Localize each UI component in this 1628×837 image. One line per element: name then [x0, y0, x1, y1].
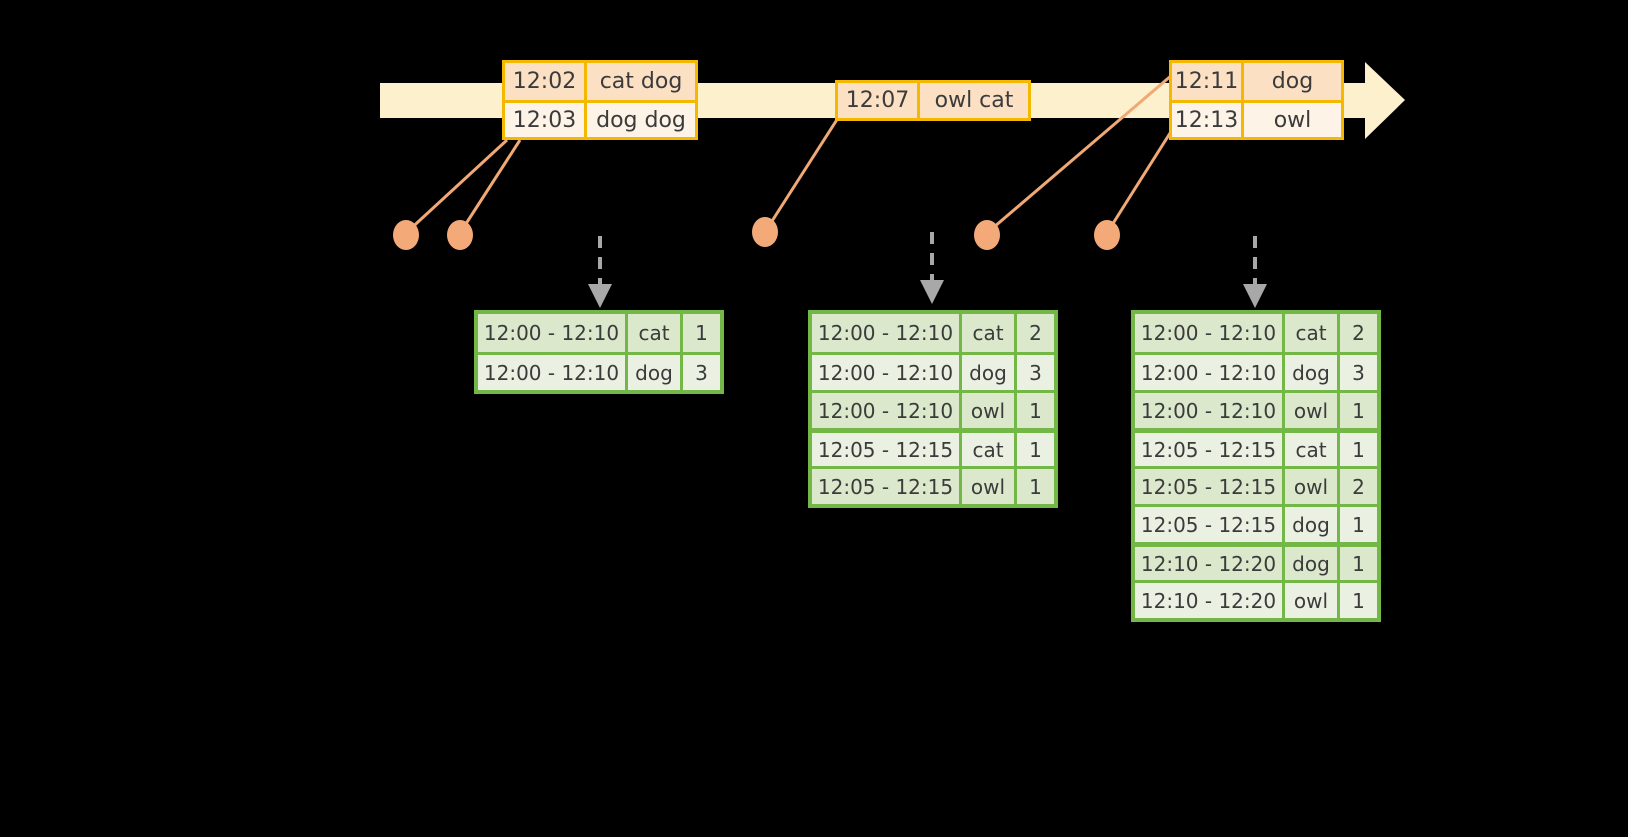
cell-word: cat: [1285, 433, 1340, 466]
cell-word: cat: [628, 314, 683, 352]
cell-window: 12:00 - 12:10: [812, 314, 962, 352]
cell-count: 1: [695, 321, 708, 345]
event-group-2[interactable]: 12:07 owl cat: [835, 80, 1031, 121]
event-words: dog dog: [596, 107, 686, 133]
event-time: 12:11: [1172, 63, 1244, 100]
cell-count: 1: [1352, 551, 1365, 576]
cell-count: 2: [1029, 321, 1042, 345]
cell-window: 12:05 - 12:15: [1135, 433, 1285, 466]
event-words: owl: [1273, 107, 1312, 133]
cell-word: dog: [1285, 507, 1340, 542]
event-row: 12:13 owl: [1172, 100, 1341, 137]
cell-word: dog: [628, 355, 683, 390]
cell-word: cat: [962, 314, 1017, 352]
event-row: 12:03 dog dog: [505, 100, 695, 137]
cell-count: 1: [1352, 512, 1365, 537]
cell-word: dog: [962, 355, 1017, 390]
cell-window: 12:05 - 12:15: [812, 433, 962, 466]
cell-window: 12:10 - 12:20: [1135, 583, 1285, 618]
event-row: 12:02 cat dog: [505, 63, 695, 100]
cell-word: dog: [1285, 547, 1340, 580]
event-words: owl cat: [934, 88, 1014, 113]
event-row: 12:07 owl cat: [838, 83, 1028, 118]
event-group-1[interactable]: 12:02 cat dog 12:03 dog dog: [502, 60, 698, 140]
cell-window: 12:05 - 12:15: [1135, 469, 1285, 504]
event-dot: [447, 220, 473, 250]
emit-arrowheads: [588, 280, 1267, 308]
cell-word: owl: [1285, 393, 1340, 428]
event-time: 12:13: [1172, 103, 1244, 137]
cell-count: 1: [1352, 588, 1365, 613]
cell-count: 1: [1352, 437, 1365, 462]
cell-window: 12:00 - 12:10: [1135, 355, 1285, 390]
cell-window: 12:00 - 12:10: [812, 393, 962, 428]
event-dot: [752, 217, 778, 247]
event-dots: [393, 217, 1120, 250]
cell-window: 12:05 - 12:15: [812, 469, 962, 504]
cell-window: 12:05 - 12:15: [1135, 507, 1285, 542]
cell-count: 3: [1352, 360, 1365, 385]
cell-word: cat: [1285, 314, 1340, 352]
cell-count: 2: [1352, 474, 1365, 499]
cell-window: 12:00 - 12:10: [812, 355, 962, 390]
emit-arrows: [598, 232, 1257, 288]
cell-window: 12:00 - 12:10: [1135, 314, 1285, 352]
cell-window: 12:00 - 12:10: [478, 355, 628, 390]
event-time: 12:07: [838, 83, 920, 118]
cell-word: owl: [1285, 469, 1340, 504]
event-group-3[interactable]: 12:11 dog 12:13 owl: [1169, 60, 1344, 140]
event-words: cat dog: [599, 69, 683, 94]
event-row: 12:11 dog: [1172, 63, 1341, 100]
cell-count: 2: [1352, 321, 1365, 345]
cell-count: 1: [1352, 398, 1365, 423]
event-dot: [393, 220, 419, 250]
cell-word: cat: [962, 433, 1017, 466]
cell-word: owl: [962, 469, 1017, 504]
cell-word: owl: [962, 393, 1017, 428]
cell-count: 3: [695, 360, 708, 385]
event-time: 12:02: [505, 63, 587, 100]
cell-count: 1: [1029, 437, 1042, 462]
cell-count: 1: [1029, 398, 1042, 423]
cell-count: 1: [1029, 474, 1042, 499]
cell-word: dog: [1285, 355, 1340, 390]
cell-window: 12:00 - 12:10: [1135, 393, 1285, 428]
cell-window: 12:00 - 12:10: [478, 314, 628, 352]
cell-window: 12:10 - 12:20: [1135, 547, 1285, 580]
event-time: 12:03: [505, 103, 587, 137]
event-dot: [974, 220, 1000, 250]
event-words: dog: [1271, 69, 1314, 94]
cell-word: owl: [1285, 583, 1340, 618]
cell-count: 3: [1029, 360, 1042, 385]
event-dot: [1094, 220, 1120, 250]
